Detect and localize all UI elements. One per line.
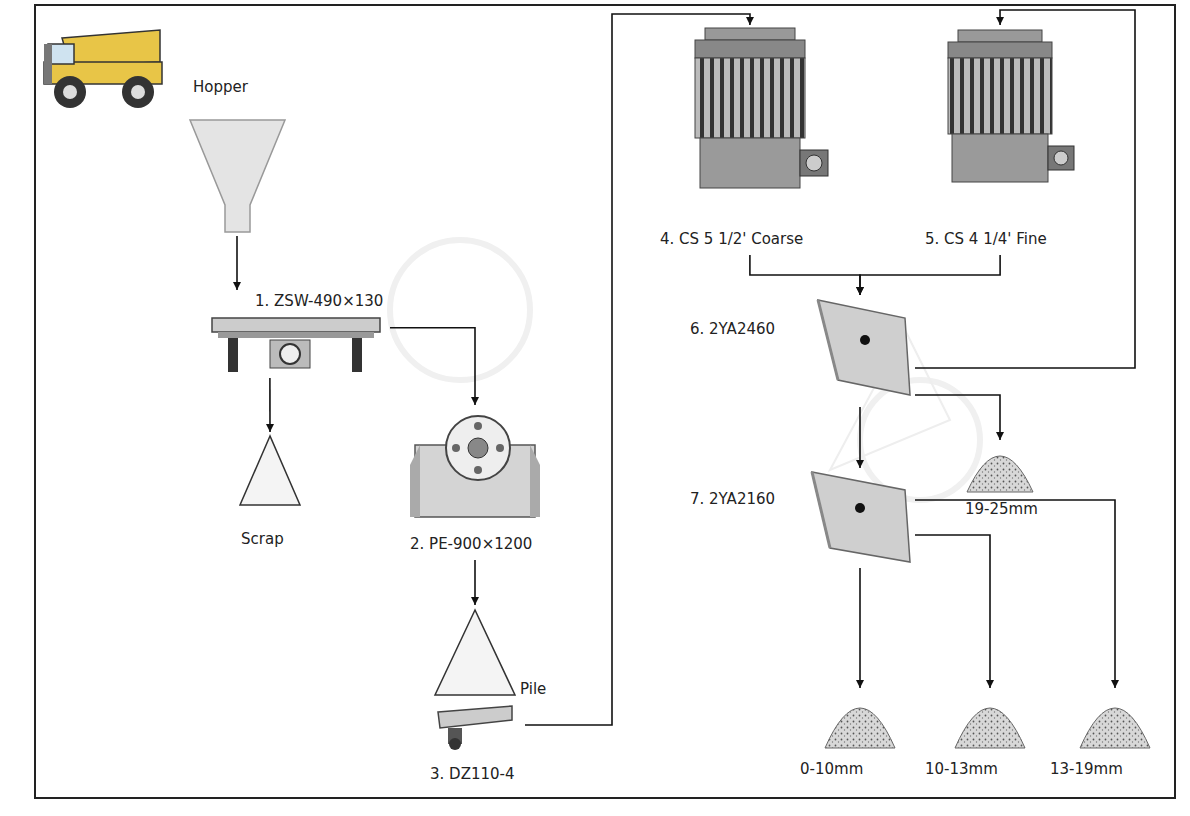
- flow-arrow: [390, 328, 475, 405]
- equipment-label: Hopper: [193, 78, 248, 96]
- equipment-node: 4. CS 5 1/2' Coarse: [655, 25, 865, 255]
- flow-arrow: [859, 407, 861, 468]
- flow-arrow: [474, 560, 476, 605]
- flow-arrow: [859, 568, 861, 688]
- equipment-node: 10-13mm: [920, 688, 1020, 783]
- equipment-node: Hopper: [185, 78, 285, 236]
- equipment-label: Scrap: [241, 530, 284, 548]
- equipment-node: 1. ZSW-490×130: [205, 290, 390, 378]
- jaw-crusher: [410, 416, 540, 517]
- flow-arrow: [269, 378, 271, 432]
- flow-arrow: [915, 395, 1000, 440]
- equipment-node: 6. 2YA2460: [685, 295, 915, 407]
- equipment-node: 7. 2YA2160: [685, 468, 915, 568]
- product-pile: [967, 456, 1033, 492]
- equipment-node: Scrap: [235, 432, 307, 552]
- equipment-label: 19-25mm: [965, 500, 1038, 518]
- frame-border: [35, 5, 1175, 798]
- equipment-label: 5. CS 4 1/4' Fine: [925, 230, 1047, 248]
- equipment-node: 13-19mm: [1045, 688, 1145, 783]
- equipment-label: 7. 2YA2160: [690, 490, 775, 508]
- equipment-node: 0-10mm: [795, 688, 895, 783]
- equipment-label: 2. PE-900×1200: [410, 535, 532, 553]
- flow-arrow: [750, 255, 860, 295]
- equipment-node: Pile: [430, 605, 565, 700]
- equipment-node: 19-25mm: [960, 440, 1050, 522]
- hopper-funnel: [190, 120, 285, 232]
- vibrating-feeder: [212, 318, 380, 372]
- equipment-label: 1. ZSW-490×130: [255, 292, 383, 310]
- pile-feeder: [438, 706, 512, 750]
- flow-arrow: [915, 500, 1115, 688]
- equipment-node: 3. DZ110-4: [425, 705, 525, 790]
- stock-pile: [435, 610, 515, 695]
- product-pile: [1080, 708, 1150, 748]
- flow-arrow: [236, 236, 238, 290]
- vibrating-screen-upper: [818, 300, 950, 470]
- dump-truck: [44, 30, 162, 108]
- equipment-label: Pile: [520, 680, 546, 698]
- equipment-node: 2. PE-900×1200: [405, 405, 550, 560]
- cone-crusher-coarse: [695, 28, 828, 188]
- equipment-label: 6. 2YA2460: [690, 320, 775, 338]
- product-pile: [955, 708, 1025, 748]
- flow-arrow: [525, 14, 750, 725]
- equipment-label: 10-13mm: [925, 760, 998, 778]
- equipment-label: 0-10mm: [800, 760, 863, 778]
- cone-crusher-fine: [948, 30, 1074, 182]
- flow-arrow: [915, 10, 1135, 368]
- flow-arrow: [915, 535, 990, 688]
- product-pile: [825, 708, 895, 748]
- flow-arrow: [860, 255, 1000, 295]
- vibrating-screen-lower: [812, 472, 910, 562]
- scrap-pile: [240, 436, 300, 505]
- equipment-label: 4. CS 5 1/2' Coarse: [660, 230, 803, 248]
- watermark-shapes: [390, 240, 980, 500]
- equipment-label: 13-19mm: [1050, 760, 1123, 778]
- equipment-label: 3. DZ110-4: [430, 765, 515, 783]
- equipment-node: 5. CS 4 1/4' Fine: [915, 25, 1120, 255]
